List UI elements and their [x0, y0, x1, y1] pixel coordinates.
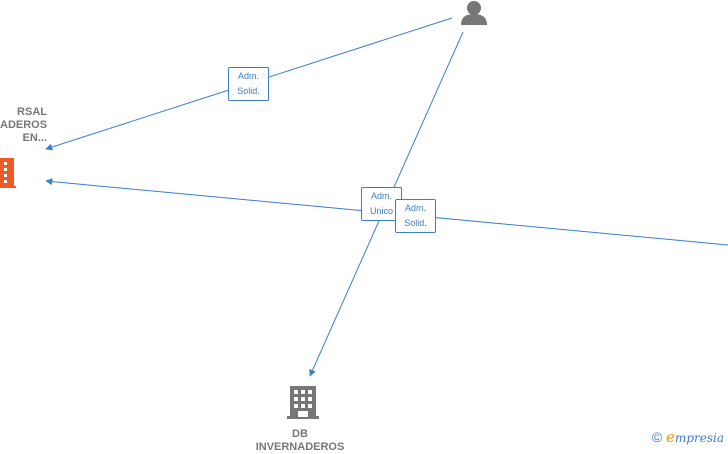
label-line: EN...	[22, 132, 47, 144]
brand-initial: e	[666, 428, 675, 446]
empresia-watermark: © e mpresia	[652, 428, 724, 446]
badge-line: Adm.	[404, 203, 426, 213]
badge-line: Solid.	[404, 218, 427, 228]
company-bottom-label[interactable]: DB INVERNADEROS	[250, 428, 350, 454]
brand-name: mpresia	[674, 431, 724, 445]
badge-line: Solid.	[237, 86, 260, 96]
badge-line: Adm.	[370, 191, 392, 201]
copyright-symbol: ©	[651, 429, 663, 445]
edge-role-badge[interactable]: Adm. Solid.	[228, 67, 269, 101]
person-icon[interactable]	[461, 1, 487, 25]
building-icon[interactable]	[0, 158, 16, 188]
company-left-label[interactable]: RSAL ADEROS EN...	[0, 106, 47, 145]
edge-role-badge[interactable]: Adm. Solid.	[395, 199, 436, 233]
badge-line: Adm.	[237, 71, 259, 81]
label-line: RSAL	[17, 106, 47, 118]
label-line: DB	[292, 428, 308, 440]
badge-line: Unico	[369, 206, 393, 216]
building-icon[interactable]	[287, 386, 319, 419]
label-line: INVERNADEROS	[255, 441, 345, 453]
label-line: ADEROS	[0, 119, 48, 131]
